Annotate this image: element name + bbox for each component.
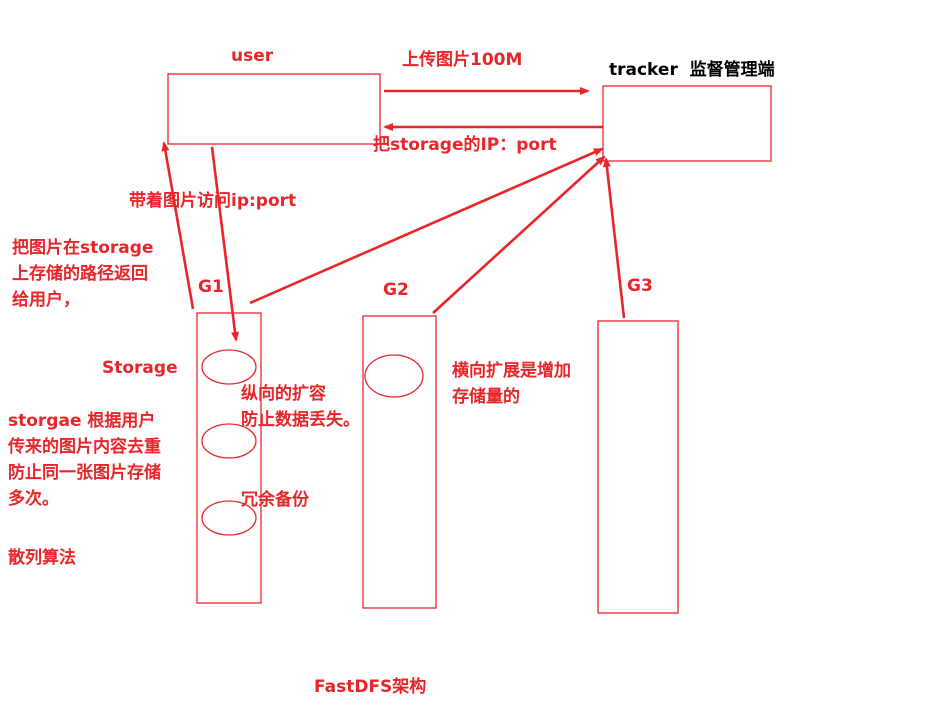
dedupe-note-line-1: storgae 根据用户 bbox=[8, 410, 155, 431]
g2-file-node-1 bbox=[364, 354, 424, 398]
horizontal-note-line-2: 存储量的 bbox=[452, 386, 520, 407]
access-label: 带着图片访问ip:port bbox=[129, 190, 296, 211]
return-path-note-line-2: 上存储的路径返回 bbox=[12, 263, 148, 284]
g1-file-node-1 bbox=[201, 349, 257, 385]
return-ip-label: 把storage的IP：port bbox=[373, 134, 557, 155]
access-arrow bbox=[210, 146, 239, 342]
g1-file-node-2 bbox=[201, 423, 257, 459]
g2-label: G2 bbox=[383, 280, 409, 300]
user-box bbox=[167, 73, 381, 145]
g2-storage-box bbox=[362, 315, 437, 609]
g3-storage-box bbox=[597, 320, 679, 614]
g2-to-tracker-arrow bbox=[432, 155, 606, 314]
g1-storage-box bbox=[196, 312, 262, 604]
tracker-label: tracker 监督管理端 bbox=[609, 59, 775, 80]
vertical-note-line-2: 防止数据丢失。 bbox=[241, 409, 360, 430]
tracker-box bbox=[602, 85, 772, 162]
vertical-note-line-1: 纵向的扩容 bbox=[241, 383, 326, 404]
g3-to-tracker-arrow bbox=[602, 157, 626, 319]
g1-file-node-3 bbox=[201, 500, 257, 536]
g1-label: G1 bbox=[198, 277, 224, 297]
g3-label: G3 bbox=[627, 276, 653, 296]
user-label: user bbox=[231, 46, 274, 66]
redundant-note: 冗余备份 bbox=[241, 489, 310, 510]
return-path-note-line-3: 给用户， bbox=[12, 289, 80, 310]
hash-note: 散列算法 bbox=[8, 547, 76, 568]
storage-label: Storage bbox=[102, 358, 178, 378]
horizontal-note-line-1: 横向扩展是增加 bbox=[452, 360, 571, 381]
dedupe-note-line-2: 传来的图片内容去重 bbox=[7, 436, 161, 457]
return-path-note-line-1: 把图片在storage bbox=[12, 237, 153, 258]
upload-label: 上传图片100M bbox=[402, 49, 522, 70]
dedupe-note-line-3: 防止同一张图片存储 bbox=[8, 462, 161, 483]
return-path-arrow bbox=[161, 141, 195, 310]
g1-to-tracker-arrow bbox=[249, 147, 604, 305]
diagram-caption: FastDFS架构 bbox=[314, 676, 426, 697]
dedupe-note-line-4: 多次。 bbox=[8, 488, 59, 509]
